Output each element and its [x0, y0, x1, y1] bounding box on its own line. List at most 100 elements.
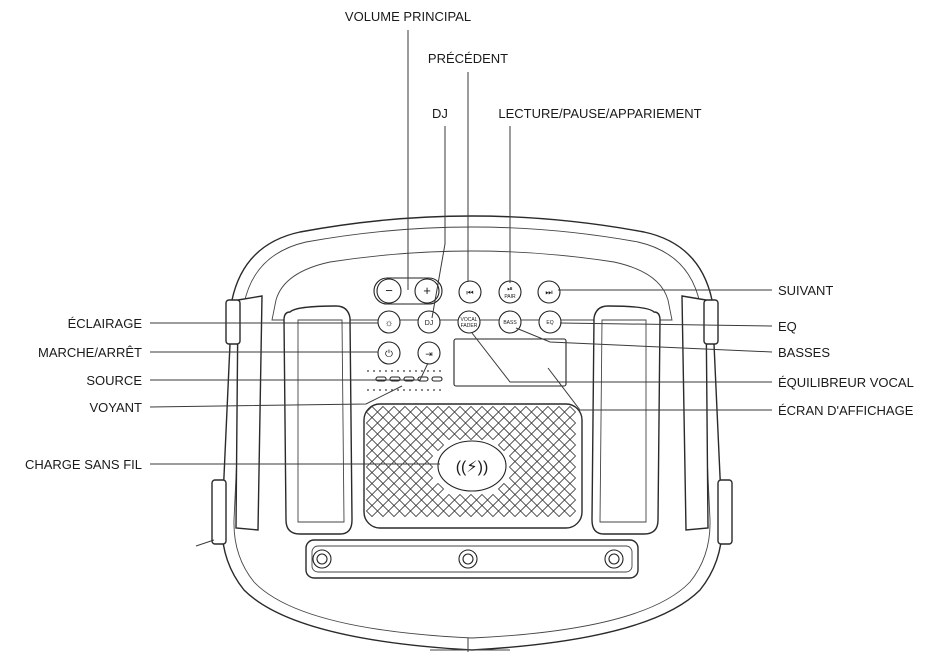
- indicator-dot: [403, 370, 405, 372]
- indicator-dot: [379, 370, 381, 372]
- light-icon: ☼: [384, 318, 393, 329]
- grille-cell: [497, 438, 511, 452]
- grille-cell: [431, 438, 445, 452]
- callout-lines: [149, 30, 773, 465]
- label-volume-principal: VOLUME PRINCIPAL: [345, 9, 471, 24]
- indicator-dot: [421, 370, 423, 372]
- callout-labels: VOLUME PRINCIPAL PRÉCÉDENT DJ LECTURE/PA…: [25, 9, 914, 472]
- wireless-charging-pad: [437, 440, 507, 492]
- dj-button[interactable]: [417, 310, 441, 334]
- power-icon: ⏻: [385, 349, 393, 360]
- indicator-dot: [421, 389, 423, 391]
- eq-button[interactable]: [538, 310, 562, 334]
- indicator-dot: [427, 370, 429, 372]
- grille-cell: [486, 427, 500, 441]
- grille-pattern: [365, 405, 577, 518]
- grille-cell: [464, 427, 478, 441]
- grille-cell: [453, 504, 467, 518]
- grille-cell: [519, 504, 533, 518]
- indicator-dot: [397, 370, 399, 372]
- grille-cell: [486, 504, 500, 518]
- vocal-label: VOCAL: [461, 317, 478, 323]
- indicator-dot: [409, 370, 411, 372]
- eq-button-label: EQ: [546, 320, 553, 326]
- vocal-fader-button[interactable]: [457, 310, 481, 334]
- label-ecran-affichage: ÉCRAN D'AFFICHAGE: [778, 403, 914, 418]
- label-source: SOURCE: [86, 373, 142, 388]
- indicator-dot: [385, 370, 387, 372]
- grille-cell: [420, 504, 434, 518]
- grille-cell: [387, 504, 401, 518]
- label-precedent: PRÉCÉDENT: [428, 51, 508, 66]
- indicator-dot: [397, 389, 399, 391]
- light-button[interactable]: [377, 310, 401, 334]
- power-button[interactable]: [377, 341, 401, 365]
- label-voyant: VOYANT: [90, 400, 143, 415]
- next-icon: ⏭: [545, 288, 552, 297]
- grille-cell: [563, 504, 577, 518]
- indicator-dot: [373, 389, 375, 391]
- volume-up-label: +: [423, 283, 431, 298]
- volume-down-button[interactable]: [376, 278, 402, 304]
- indicator-dot: [409, 389, 411, 391]
- grille-cell: [552, 504, 566, 518]
- indicator-dot: [415, 370, 417, 372]
- label-basses: BASSES: [778, 345, 830, 360]
- bass-button[interactable]: [498, 310, 522, 334]
- volume-down-label: −: [385, 283, 393, 298]
- indicator-dot: [439, 389, 441, 391]
- grille-cell: [442, 427, 456, 441]
- grille-cell: [464, 504, 478, 518]
- grille-cell: [475, 427, 489, 441]
- grille-cell: [475, 504, 489, 518]
- indicator-dot: [415, 389, 417, 391]
- grille-cell: [530, 504, 544, 518]
- indicator-lights: [367, 370, 443, 391]
- label-eclairage: ÉCLAIRAGE: [68, 316, 143, 331]
- fader-label: FADER: [461, 323, 478, 329]
- label-marche-arret: MARCHE/ARRÊT: [38, 345, 142, 360]
- dj-button-label: DJ: [425, 320, 434, 327]
- bass-button-label: BASS: [503, 320, 517, 326]
- display-screen: [453, 338, 567, 387]
- volume-up-button[interactable]: [414, 278, 440, 304]
- control-panel: − + ⏮ ⏯ PAIR ⏭ ☼ DJ VOCAL FADER BASS EQ …: [363, 277, 583, 529]
- wireless-charging-icon: ((⚡)): [456, 459, 489, 476]
- previous-icon: ⏮: [466, 288, 473, 297]
- indicator-dot: [433, 389, 435, 391]
- source-icon: ⇥: [425, 349, 433, 359]
- label-equilibreur-vocal: ÉQUILIBREUR VOCAL: [778, 375, 914, 390]
- grille-cell: [541, 504, 555, 518]
- indicator-dot: [427, 389, 429, 391]
- grille-cell: [409, 504, 423, 518]
- next-button[interactable]: [537, 280, 561, 304]
- grille-cell: [508, 504, 522, 518]
- grille-cell: [398, 504, 412, 518]
- indicator-dot: [379, 389, 381, 391]
- grille-cell: [431, 504, 445, 518]
- grille-cell: [365, 504, 379, 518]
- grille-cell: [376, 504, 390, 518]
- indicator-dot: [385, 389, 387, 391]
- label-charge-sans-fil: CHARGE SANS FIL: [25, 457, 142, 472]
- grille-cell: [497, 504, 511, 518]
- indicator-dot: [403, 389, 405, 391]
- indicator-dot: [433, 370, 435, 372]
- grille-cell: [453, 427, 467, 441]
- indicator-dot: [367, 389, 369, 391]
- indicator-dot: [391, 370, 393, 372]
- label-eq: EQ: [778, 319, 797, 334]
- indicator-dot: [367, 370, 369, 372]
- label-suivant: SUIVANT: [778, 283, 833, 298]
- pair-label: PAIR: [504, 294, 516, 300]
- label-lecture-pause: LECTURE/PAUSE/APPARIEMENT: [498, 106, 701, 121]
- indicator-dot: [439, 370, 441, 372]
- play-pause-icon: ⏯: [507, 286, 513, 293]
- source-button[interactable]: [417, 341, 441, 365]
- label-dj: DJ: [432, 106, 448, 121]
- grille-cell: [442, 504, 456, 518]
- previous-button[interactable]: [458, 280, 482, 304]
- indicator-dot: [373, 370, 375, 372]
